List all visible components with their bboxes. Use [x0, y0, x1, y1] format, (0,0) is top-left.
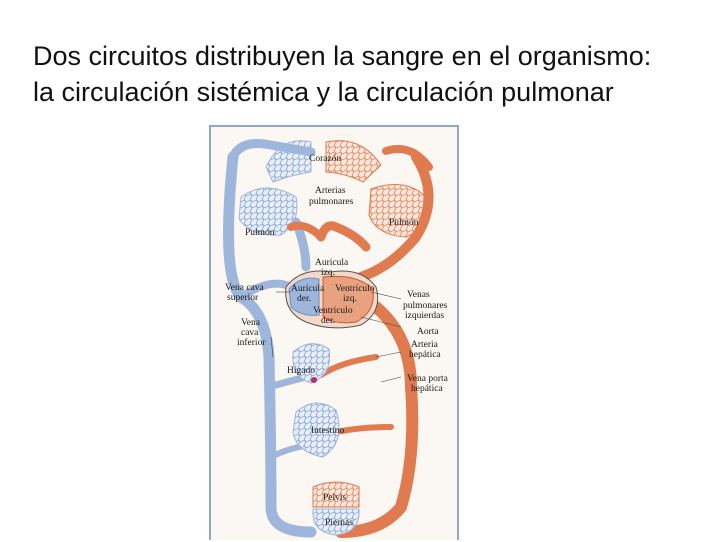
- label-auricula-der-1: Aurícula: [291, 284, 325, 294]
- label-venas-pulm-2: pulmonares: [403, 301, 448, 311]
- circulation-svg: Corazón Arterias pulmonares Pulmón Pulmó…: [223, 139, 449, 538]
- title-line-2: la circulación sistémica y la circulació…: [33, 77, 614, 107]
- label-vena-porta-1: Vena porta: [407, 374, 449, 384]
- label-higado: Hígado: [287, 366, 315, 376]
- label-ventriculo-izq-2: izq.: [343, 294, 357, 304]
- label-corazon: Corazón: [309, 154, 341, 164]
- label-vena-cava-inf-2: cava: [241, 328, 259, 338]
- diagram-labels: Corazón Arterias pulmonares Pulmón Pulmó…: [225, 154, 449, 528]
- heart: [285, 270, 379, 329]
- label-arteria-hep-1: Arteria: [411, 340, 439, 350]
- label-pulmon-izq: Pulmón: [245, 228, 275, 238]
- label-ventriculo-der-1: Ventrículo: [313, 306, 353, 316]
- label-pelvis: Pelvis: [323, 493, 347, 503]
- title-line-1: Dos circuitos distribuyen la sangre en e…: [33, 41, 652, 71]
- label-auricula-izq-2: izq.: [321, 268, 335, 278]
- label-vena-porta-2: hepática: [411, 384, 443, 394]
- label-venas-pulm-1: Venas: [407, 290, 430, 300]
- pelvis-legs: [312, 481, 360, 536]
- label-arterias-1: Arterias: [315, 186, 346, 196]
- slide-title: Dos circuitos distribuyen la sangre en e…: [33, 38, 713, 110]
- intestine: [292, 402, 340, 458]
- label-aorta: Aorta: [417, 327, 439, 337]
- label-vena-cava-inf-3: inferior: [237, 337, 266, 348]
- label-auricula-izq-1: Aurícula: [315, 258, 349, 268]
- label-pulmon-der: Pulmón: [389, 218, 419, 228]
- circulation-diagram: Corazón Arterias pulmonares Pulmón Pulmó…: [209, 125, 459, 540]
- label-ventriculo-izq-1: Ventrículo: [335, 284, 375, 294]
- label-venas-pulm-3: izquierdas: [405, 311, 444, 321]
- label-ventriculo-der-2: der.: [321, 316, 335, 326]
- leader-lines: [270, 291, 402, 383]
- label-vena-cava-sup-2: superior: [227, 293, 259, 303]
- label-intestino: Intestino: [311, 426, 344, 436]
- label-vena-cava-sup-1: Vena cava: [225, 283, 265, 293]
- label-arterias-2: pulmonares: [309, 197, 354, 207]
- arterial-vessels: [287, 145, 434, 538]
- liver: [292, 343, 331, 384]
- label-vena-cava-inf-1: Vena: [241, 318, 261, 328]
- label-auricula-der-2: der.: [297, 294, 311, 304]
- label-piernas: Piernas: [325, 518, 353, 528]
- label-arteria-hep-2: hepática: [409, 350, 441, 360]
